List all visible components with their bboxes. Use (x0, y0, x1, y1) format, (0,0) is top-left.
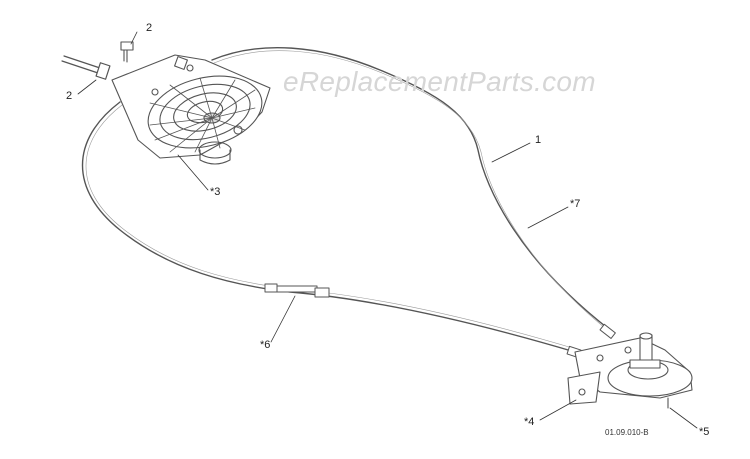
cable-ferrule (264, 283, 330, 298)
cable-upper-inner (213, 50, 612, 334)
drive-assembly (111, 54, 271, 165)
callout-1: 1 (535, 134, 542, 146)
leader-lines (77, 31, 698, 429)
drawing-number: 01.09.010-B (605, 428, 649, 437)
callout-2-top: 2 (146, 22, 153, 34)
callout-2-left: 2 (66, 90, 73, 102)
cable-upper (211, 46, 611, 331)
callout-3: *3 (210, 186, 221, 198)
lower-bracket (567, 332, 693, 409)
callout-7: *7 (570, 198, 581, 210)
cable-lower-inner (85, 104, 577, 350)
callout-4: *4 (524, 416, 535, 428)
watermark: eReplacementParts.com (283, 66, 596, 97)
shaft (61, 55, 111, 80)
cable-lower (81, 101, 576, 353)
bolt (120, 41, 134, 63)
callout-6: *6 (260, 339, 271, 351)
callout-5: *5 (699, 426, 710, 438)
